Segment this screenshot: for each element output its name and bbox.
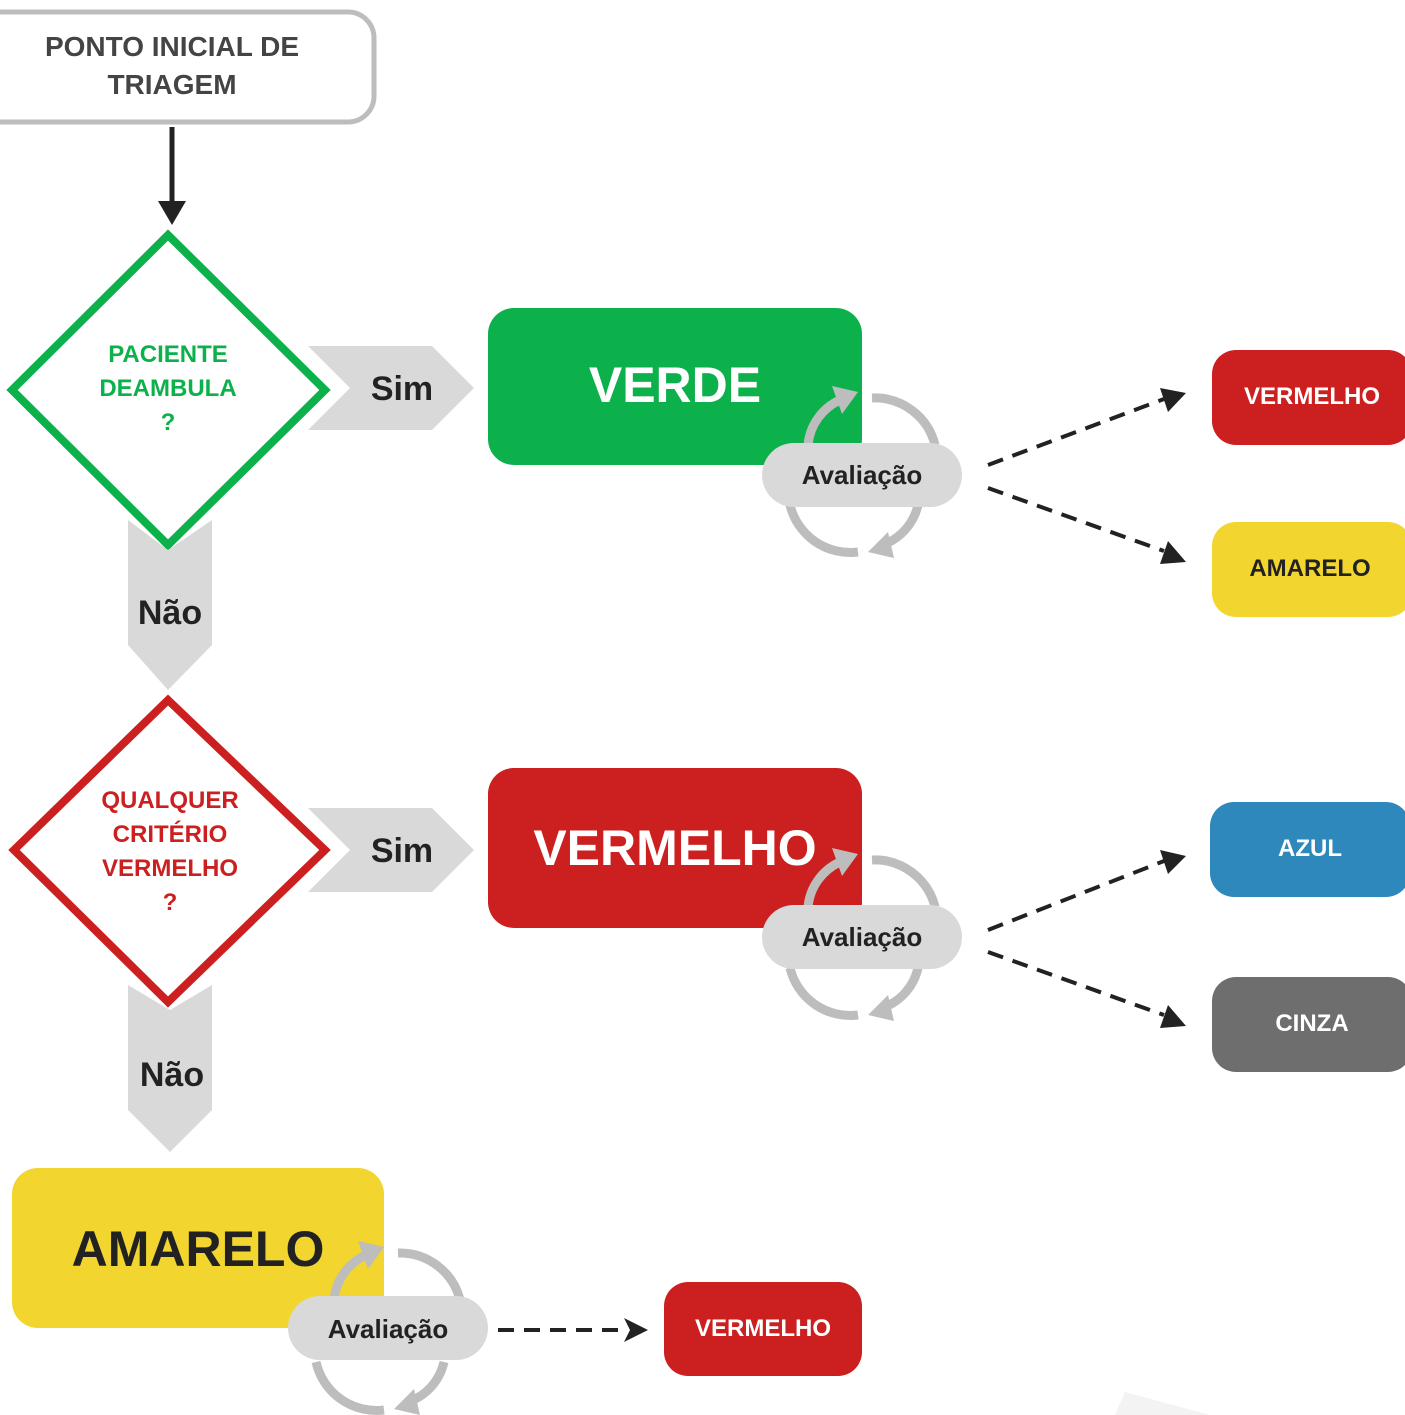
outcome-vermelho-cinza: CINZA xyxy=(1212,977,1405,1072)
no-arrow-criterio: Não xyxy=(128,985,212,1152)
start-node: PONTO INICIAL DE TRIAGEM xyxy=(0,9,377,125)
result-verde: VERDE xyxy=(488,308,862,465)
evaluation-label-vermelho: Avaliação xyxy=(802,922,922,952)
result-vermelho-label: VERMELHO xyxy=(533,820,816,876)
decision-deambula: PACIENTE DEAMBULA ? xyxy=(6,229,331,551)
decision-criterio-line1: QUALQUER xyxy=(101,787,238,814)
cycle-arrows-icon xyxy=(785,848,940,1021)
no-label-criterio: Não xyxy=(140,1056,204,1094)
decision-deambula-line1: PACIENTE xyxy=(108,341,228,368)
outcome-verde-vermelho-label: VERMELHO xyxy=(1244,383,1380,410)
dashed-arrow-down xyxy=(987,486,1165,553)
evaluation-cycle-verde: Avaliação xyxy=(762,386,962,558)
outcome-verde-amarelo-label: AMARELO xyxy=(1249,555,1370,582)
outcome-verde-amarelo: AMARELO xyxy=(1212,522,1405,617)
result-vermelho: VERMELHO xyxy=(488,768,862,928)
cycle-arrows-icon xyxy=(311,1241,465,1415)
no-label-deambula: Não xyxy=(138,594,202,632)
result-verde-label: VERDE xyxy=(589,357,761,413)
outcome-vermelho-cinza-label: CINZA xyxy=(1275,1010,1348,1037)
evaluation-label-amarelo: Avaliação xyxy=(328,1314,448,1344)
decision-criterio-line3: VERMELHO xyxy=(102,855,238,882)
outcome-amarelo-vermelho-label: VERMELHO xyxy=(695,1315,831,1342)
decision-criterio-vermelho: QUALQUER CRITÉRIO VERMELHO ? xyxy=(8,694,331,1008)
dashed-arrow-down xyxy=(987,950,1165,1017)
dashed-arrow-up xyxy=(987,859,1165,932)
start-node-line1: PONTO INICIAL DE xyxy=(45,31,299,62)
dashed-arrows-vermelho xyxy=(987,850,1186,1028)
dashed-arrow-amarelo xyxy=(498,1318,648,1342)
yes-arrow-deambula: Sim xyxy=(308,346,474,430)
outcome-amarelo-vermelho: VERMELHO xyxy=(664,1282,862,1376)
decision-criterio-line4: ? xyxy=(163,889,178,916)
start-node-line2: TRIAGEM xyxy=(107,69,236,100)
decision-deambula-line2: DEAMBULA xyxy=(99,375,236,402)
yes-label-criterio: Sim xyxy=(371,832,433,870)
no-arrow-deambula: Não xyxy=(128,520,212,690)
outcome-verde-vermelho: VERMELHO xyxy=(1212,350,1405,445)
yes-arrow-criterio: Sim xyxy=(308,808,474,892)
start-connector xyxy=(158,127,186,225)
watermark-shape xyxy=(1115,1392,1210,1415)
evaluation-cycle-vermelho: Avaliação xyxy=(762,848,962,1021)
dashed-arrow-up xyxy=(987,397,1165,467)
decision-deambula-line3: ? xyxy=(161,409,176,436)
yes-label-deambula: Sim xyxy=(371,370,433,408)
cycle-arrows-icon xyxy=(785,386,940,558)
outcome-vermelho-azul-label: AZUL xyxy=(1278,835,1342,862)
outcome-vermelho-azul: AZUL xyxy=(1210,802,1405,897)
evaluation-cycle-amarelo: Avaliação xyxy=(288,1241,488,1415)
result-amarelo: AMARELO xyxy=(12,1168,384,1328)
result-amarelo-label: AMARELO xyxy=(72,1221,325,1277)
dashed-arrows-verde xyxy=(987,388,1186,564)
decision-criterio-line2: CRITÉRIO xyxy=(113,820,228,848)
evaluation-label-verde: Avaliação xyxy=(802,460,922,490)
